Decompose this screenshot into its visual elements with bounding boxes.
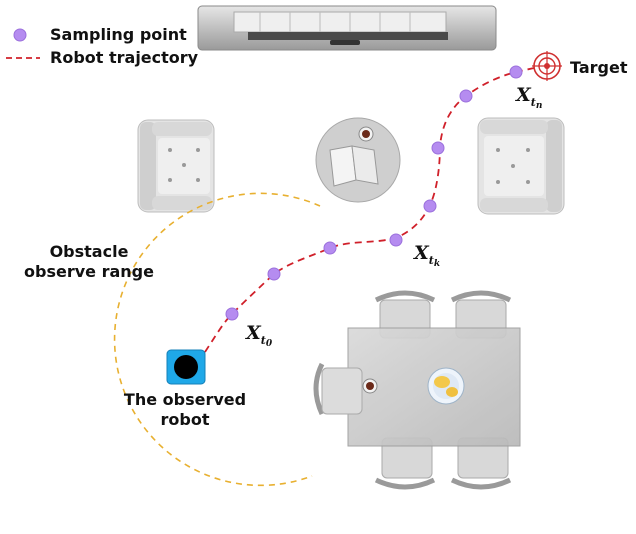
dining-table — [313, 290, 521, 490]
legend — [6, 28, 40, 59]
robot-icon — [166, 349, 206, 385]
obstacle-range-label-line2: observe range — [24, 262, 154, 281]
x-t-n-label: Xtn — [516, 84, 543, 111]
sampling-point — [509, 65, 523, 79]
sampling-point — [431, 141, 445, 155]
observed-robot-label-line1: The observed — [123, 390, 247, 409]
obstacle-range-label: Obstacle observe range — [14, 242, 164, 282]
tv-cabinet — [197, 5, 497, 51]
armchair-left — [137, 119, 215, 213]
legend-sampling-point-label: Sampling point — [50, 25, 187, 44]
x-t-0-label: Xt0 — [246, 322, 273, 349]
observed-robot-label-line2: robot — [160, 410, 210, 429]
target-label: Target — [570, 58, 628, 77]
sampling-point — [459, 89, 473, 103]
armchair-right — [477, 117, 565, 215]
sampling-point — [267, 267, 281, 281]
sampling-points — [225, 65, 523, 321]
sampling-point — [225, 307, 239, 321]
dining-chair-bottom-right — [450, 437, 512, 490]
target-icon — [532, 51, 562, 81]
sampling-point — [423, 199, 437, 213]
x-t-k-label: Xtk — [414, 242, 441, 269]
legend-robot-trajectory-label: Robot trajectory — [50, 48, 199, 67]
dining-chair-bottom-left — [374, 437, 436, 490]
sampling-point — [389, 233, 403, 247]
obstacle-range-label-line1: Obstacle — [49, 242, 129, 261]
observed-robot-label: The observed robot — [110, 390, 260, 430]
coffee-table — [315, 117, 401, 203]
dining-chair-left — [313, 362, 363, 416]
plate — [427, 367, 465, 405]
obstacle-range-arc — [113, 192, 321, 487]
legend-sampling-point-icon — [13, 28, 27, 42]
sampling-point — [323, 241, 337, 255]
